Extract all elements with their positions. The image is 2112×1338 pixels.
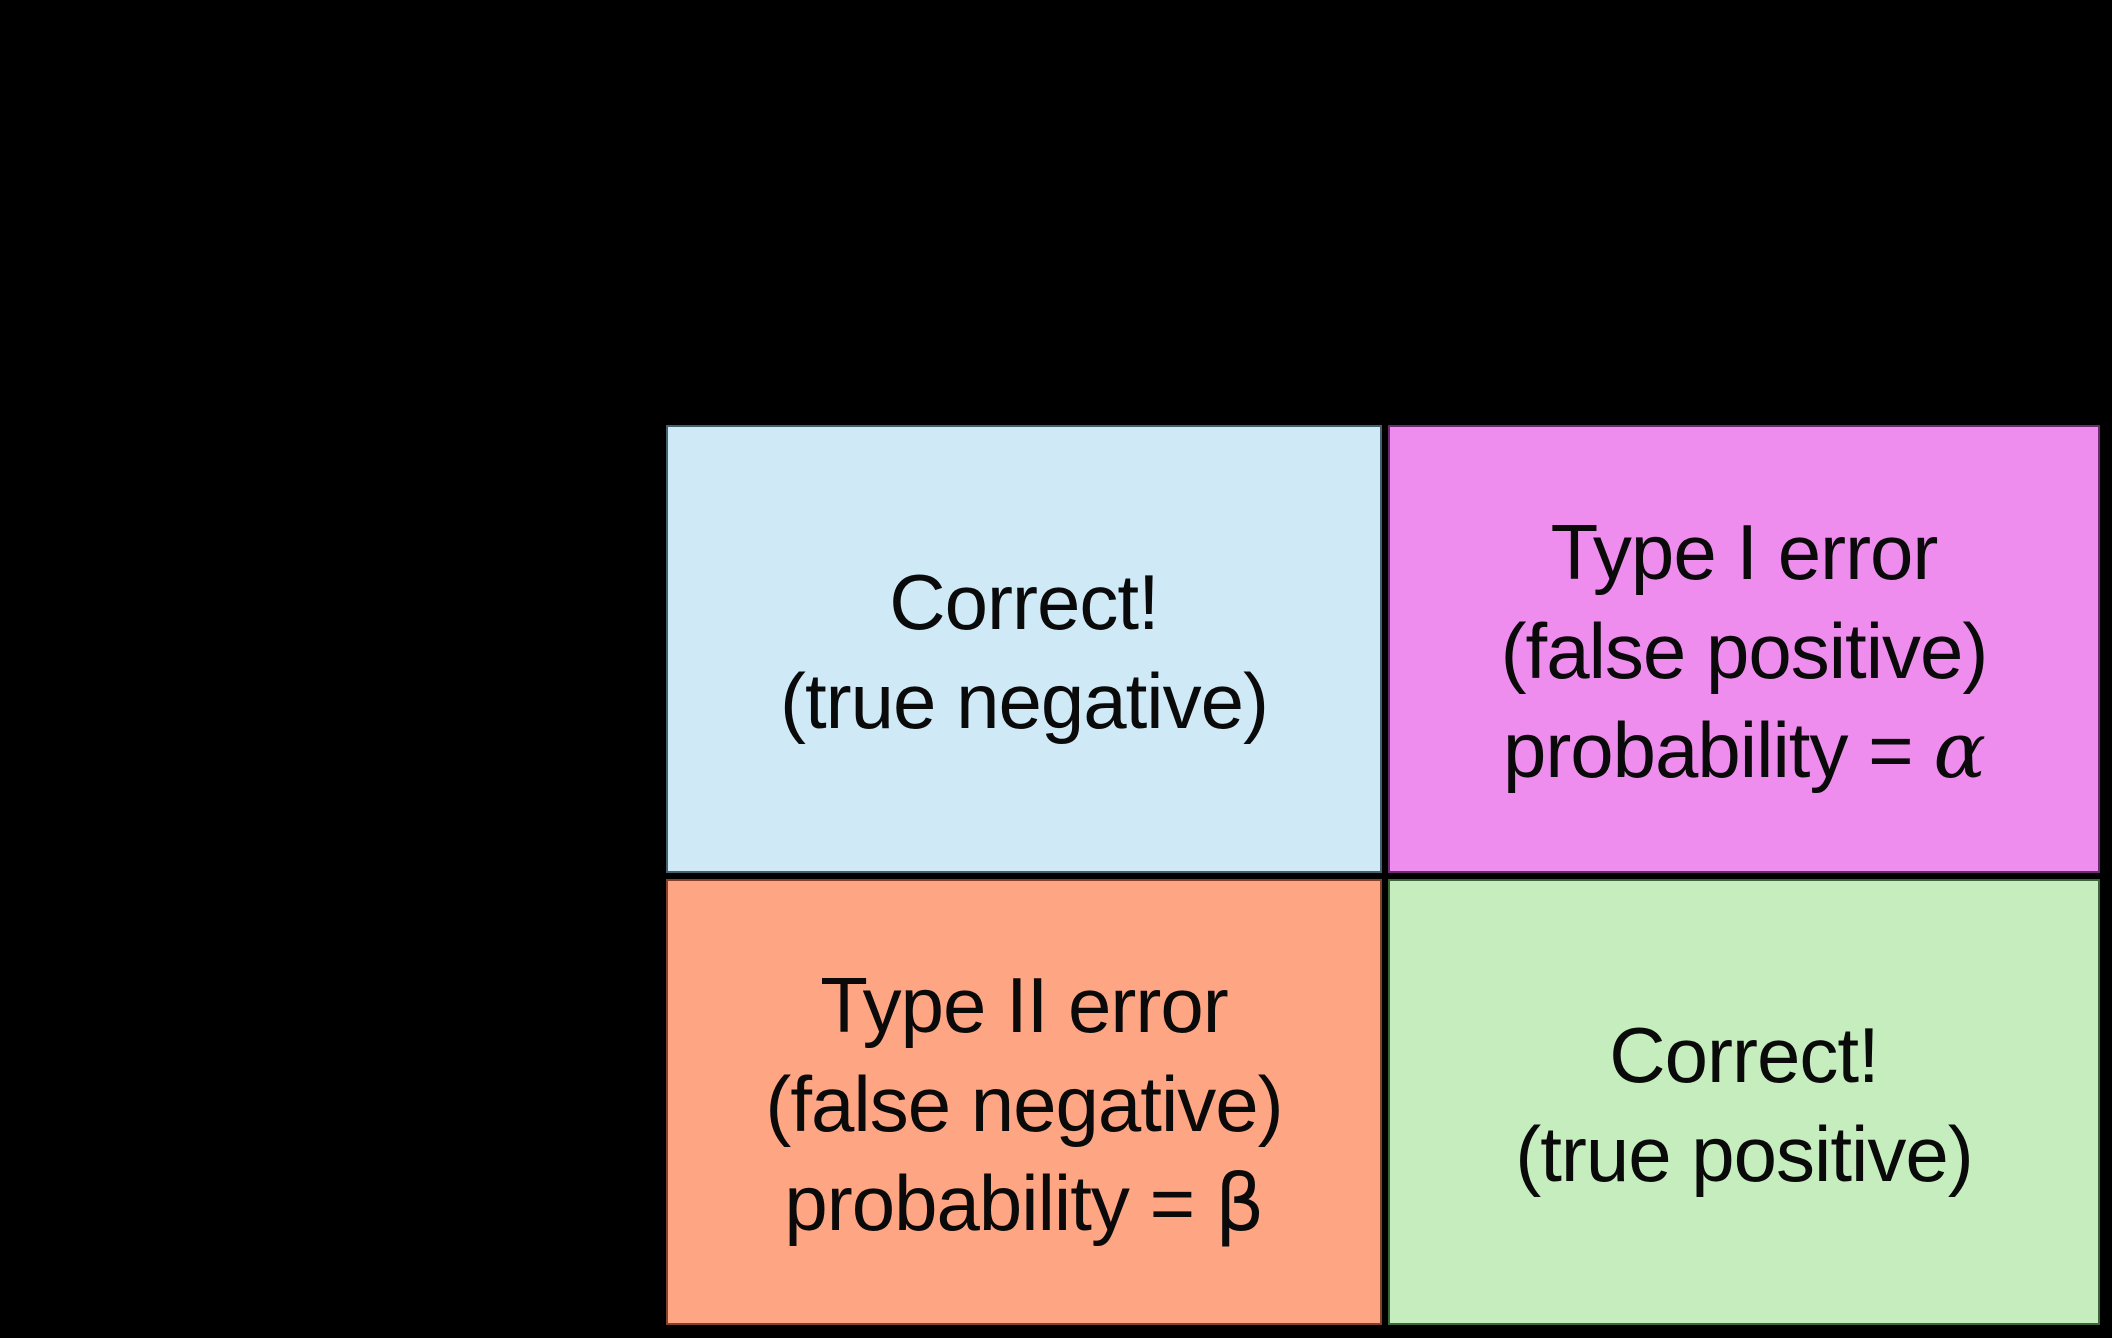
cell-type-i-error-line: probability = α [1502,706,1986,796]
error-matrix: Correct! (true negative) Type I error (fals… [666,425,2100,1325]
greek-beta-symbol: β [1214,1159,1265,1249]
cell-true-negative: Correct! (true negative) [666,425,1382,873]
cell-type-i-error-line: (false positive) [1500,607,1989,695]
cell-true-negative-line: (true negative) [780,657,1269,745]
cell-type-ii-error-line: (false negative) [765,1060,1283,1148]
cell-type-ii-error-line: Type II error [820,961,1228,1049]
greek-alpha-symbol: α [1933,706,1986,796]
cell-true-positive: Correct! (true positive) [1388,879,2100,1325]
cell-type-ii-error: Type II error (false negative) probability… [666,879,1382,1325]
cell-true-positive-line: (true positive) [1515,1110,1973,1198]
cell-type-i-error-line: Type I error [1550,508,1939,596]
cell-true-positive-line: Correct! [1609,1011,1879,1099]
cell-type-i-error: Type I error (false positive) probability … [1388,425,2100,873]
cell-true-negative-line: Correct! [889,558,1159,646]
cell-type-ii-error-line: probability = β [784,1159,1265,1249]
